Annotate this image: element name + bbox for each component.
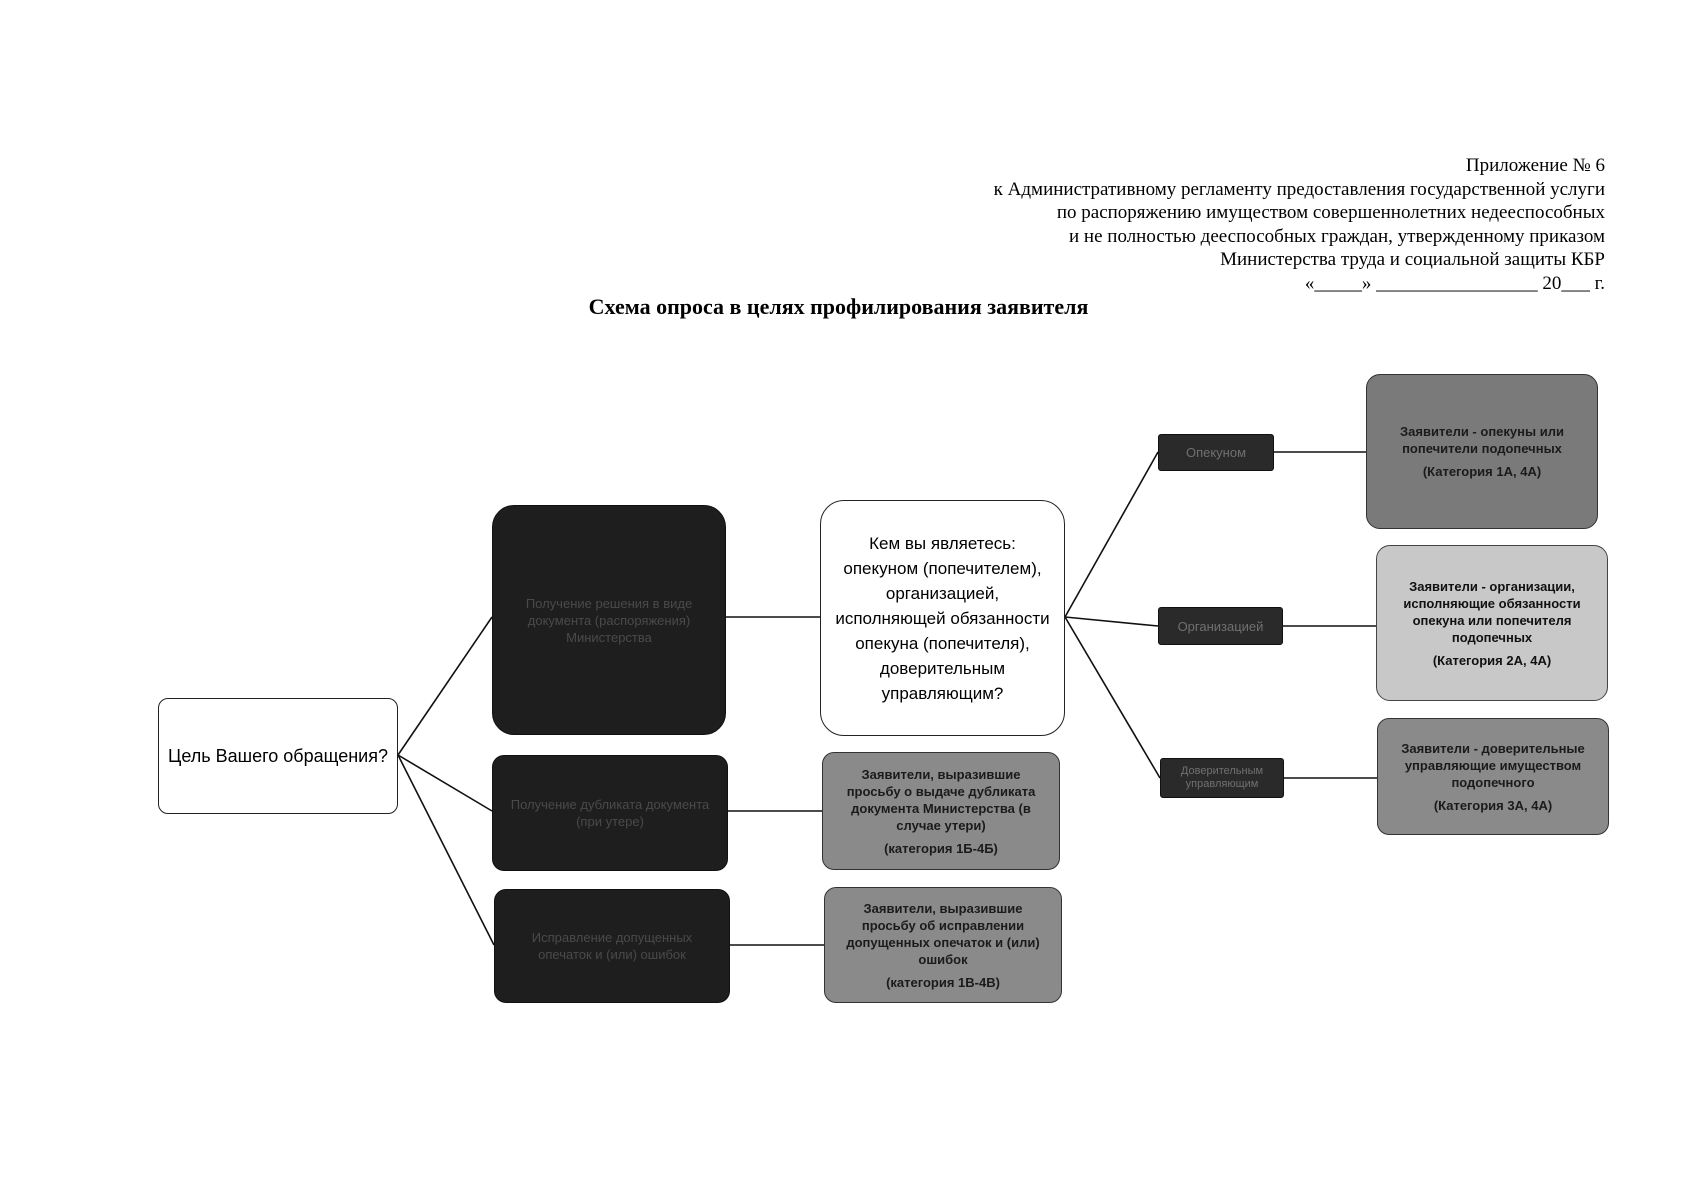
diagram-title: Схема опроса в целях профилирования заяв… (588, 294, 1089, 319)
fix-result-text: Заявители, выразившие просьбу об исправл… (846, 900, 1040, 967)
connector (1064, 616, 1161, 779)
goal-decision-box: Получение решения в виде документа (расп… (492, 505, 726, 735)
duplicate-category: (категория 1Б-4Б) (884, 840, 998, 856)
result-trustee-category: (Категория 3А, 4А) (1433, 797, 1553, 813)
header-line: Приложение № 6 (1465, 155, 1605, 176)
role-question-box: Кем вы являетесь: опекуном (попечителем)… (820, 500, 1065, 736)
result-trustee-box: Заявители - доверительные управляющие им… (1377, 718, 1609, 835)
option-trustee: Доверительным управляющим (1160, 758, 1284, 798)
goal-decision-text: Получение решения в виде документа (расп… (525, 595, 693, 645)
option-trustee-label: Доверительным управляющим (1180, 765, 1264, 790)
header-line: «_____» _________________ 20___ г. (1304, 272, 1605, 294)
fix-category: (категория 1В-4В) (886, 974, 1000, 990)
result-organization-box: Заявители - организации, исполняющие обя… (1376, 545, 1608, 701)
header-line: к Административному регламенту предостав… (993, 178, 1605, 200)
result-trustee-text: Заявители - доверительные управляющие им… (1401, 740, 1585, 790)
option-guardian: Опекуном (1158, 434, 1274, 471)
root-question-text: Цель Вашего обращения? (168, 745, 388, 766)
header-line: по распоряжению имуществом совершеннолет… (1056, 202, 1605, 223)
option-organization-label: Организацией (1177, 618, 1264, 634)
duplicate-result-text: Заявители, выразившие просьбу о выдаче д… (846, 766, 1036, 833)
connector (397, 754, 495, 946)
document-header: Приложение № 6 к Административному регла… (994, 154, 1605, 295)
goal-fix-text: Исправление допущенных опечаток и (или) … (531, 930, 693, 962)
role-question-text: Кем вы являетесь: опекуном (попечителем)… (835, 533, 1050, 703)
connector (397, 616, 493, 756)
header-line: и не полностью дееспособных граждан, утв… (1069, 225, 1605, 247)
result-guardian-text: Заявители - опекуны или попечители подоп… (1400, 424, 1564, 456)
goal-fix-box: Исправление допущенных опечаток и (или) … (494, 889, 730, 1003)
connector (397, 754, 493, 812)
option-organization: Организацией (1158, 607, 1283, 645)
fix-result-box: Заявители, выразившие просьбу об исправл… (824, 887, 1062, 1003)
result-organization-text: Заявители - организации, исполняющие обя… (1403, 578, 1581, 645)
result-guardian-box: Заявители - опекуны или попечители подоп… (1366, 374, 1598, 529)
result-organization-category: (Категория 2А, 4А) (1432, 652, 1552, 668)
connector (1064, 451, 1159, 618)
result-guardian-category: (Категория 1А, 4А) (1422, 464, 1542, 479)
duplicate-result-box: Заявители, выразившие просьбу о выдаче д… (822, 752, 1060, 870)
root-question-box: Цель Вашего обращения? (158, 698, 398, 814)
option-guardian-label: Опекуном (1185, 445, 1247, 460)
connector (1064, 616, 1159, 627)
goal-duplicate-box: Получение дубликата документа (при утере… (492, 755, 728, 871)
header-line: Министерства труда и социальной защиты К… (1220, 249, 1605, 270)
goal-duplicate-text: Получение дубликата документа (при утере… (510, 797, 710, 829)
